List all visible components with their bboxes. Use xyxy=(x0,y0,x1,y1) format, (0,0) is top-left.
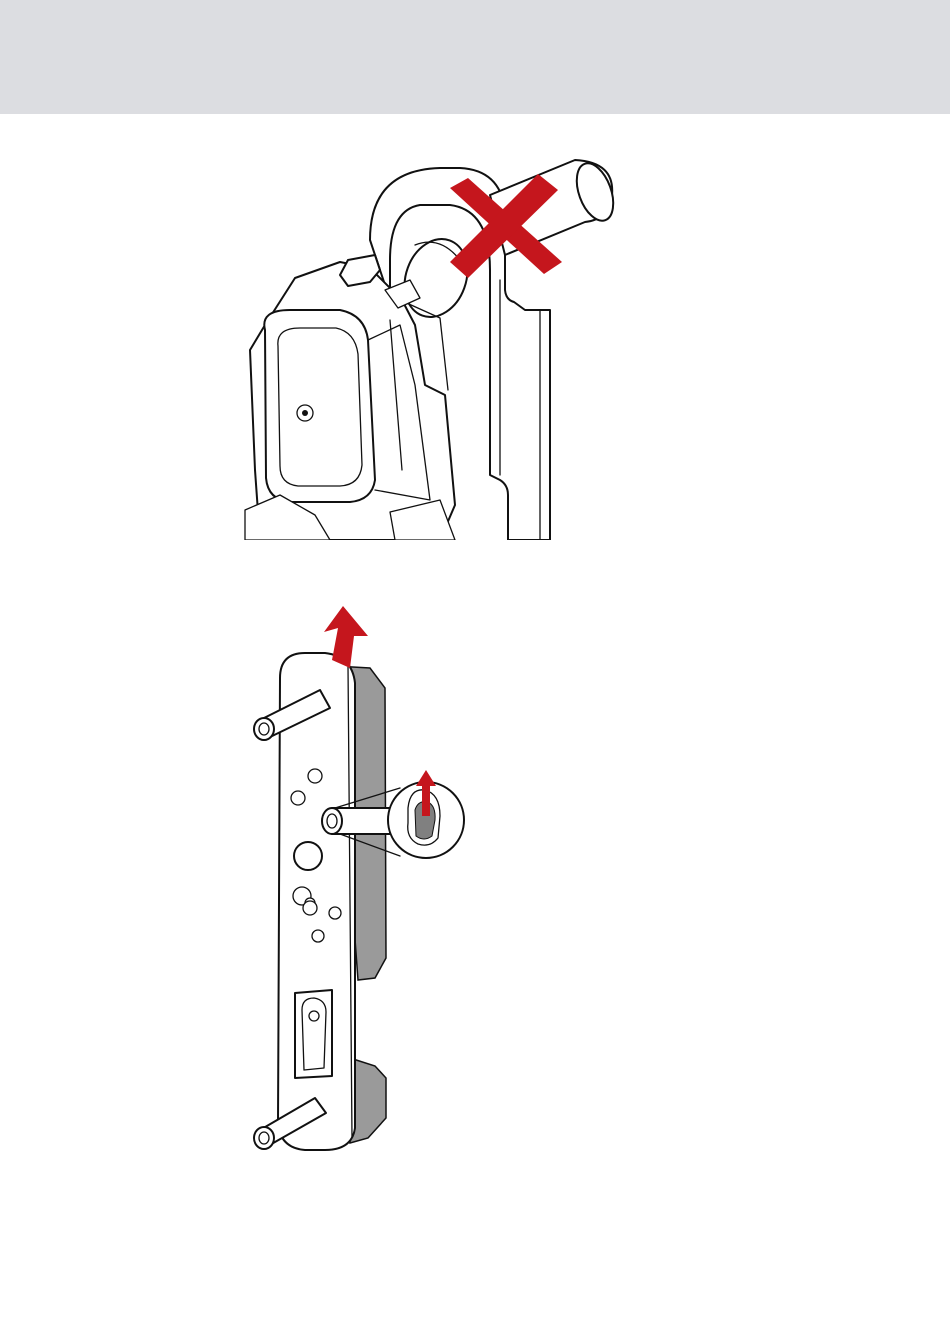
spindle-hole xyxy=(294,842,322,870)
figure-incorrect-removal xyxy=(240,150,630,540)
incorrect-removal-drawing xyxy=(240,150,630,540)
figure-correct-removal xyxy=(240,598,480,1158)
correct-removal-drawing xyxy=(240,598,480,1158)
header-band xyxy=(0,0,950,114)
